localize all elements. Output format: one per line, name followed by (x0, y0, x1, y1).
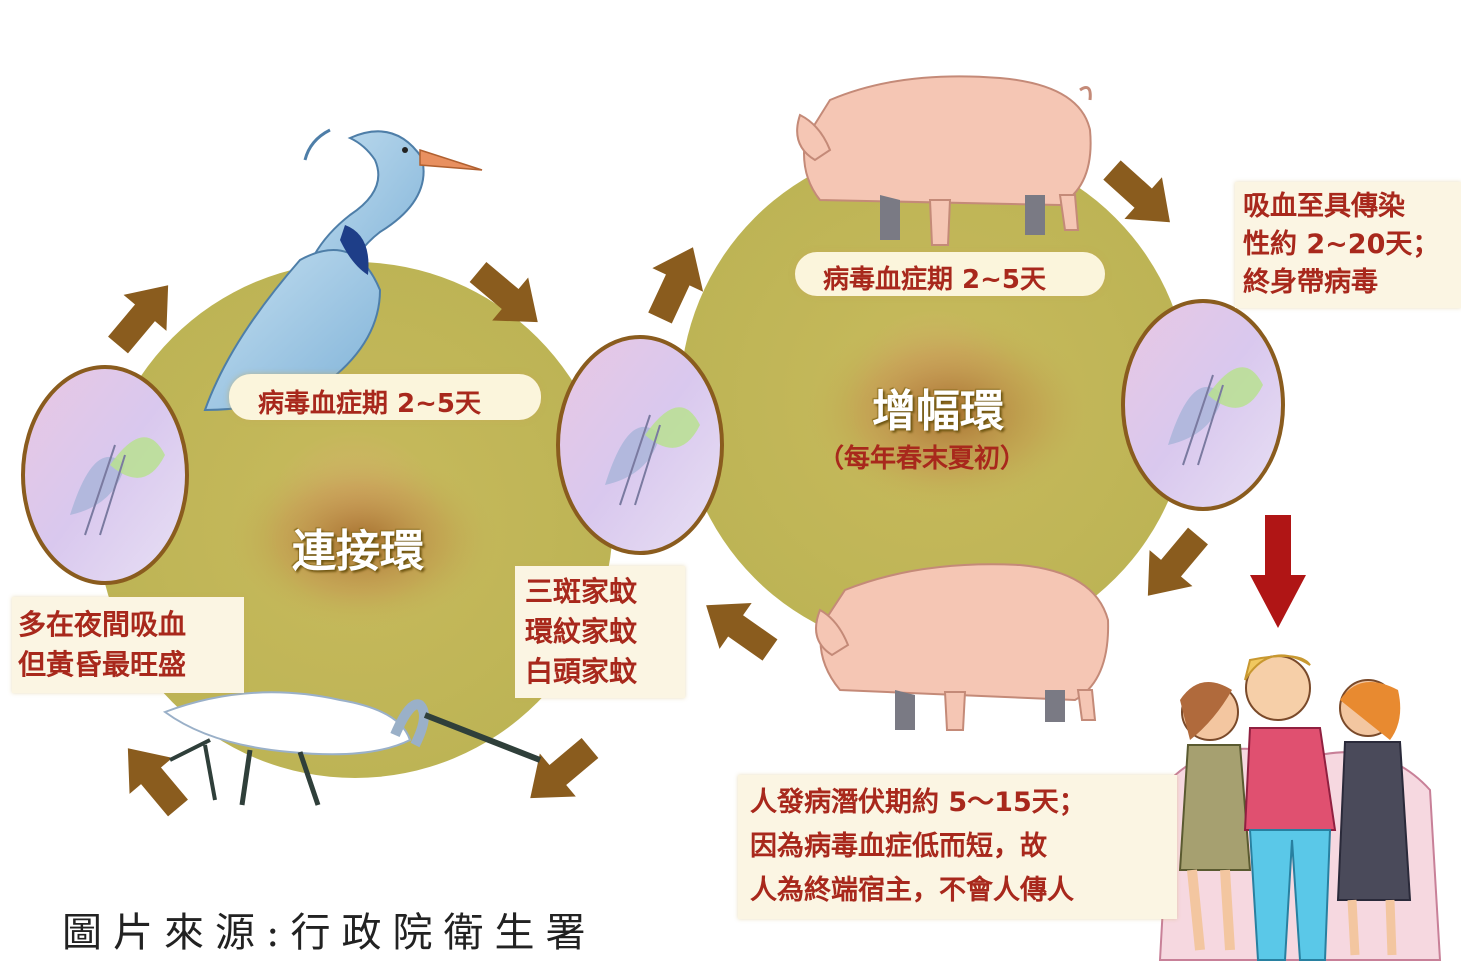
right-ring-title: 增幅環 (872, 386, 1004, 437)
human-infection-box: 人發病潛伏期約 5～15天； 因為病毒血症低而短，故 人為終端宿主，不會人傳人 (738, 775, 1177, 919)
mosquito-species-line: 白頭家蚊 (525, 655, 638, 688)
right-ring-subtitle: （每年春末夏初） (818, 444, 1027, 474)
night-feeding-line: 多在夜間吸血 (18, 608, 187, 641)
arrow-icon (106, 730, 200, 826)
left-ring-glow (222, 450, 502, 630)
mosquito-species-box: 三斑家蚊 環紋家蚊 白頭家蚊 (515, 566, 685, 698)
pig-icon (796, 75, 1092, 246)
arrow-icon (690, 582, 787, 673)
infectivity-line: 吸血至具傳染 (1243, 191, 1405, 222)
mosquito-species-line: 環紋家蚊 (525, 615, 638, 648)
egret-icon (162, 691, 542, 806)
heron-icon (203, 128, 483, 412)
human-infection-line: 因為病毒血症低而短，故 (750, 831, 1047, 862)
infectivity-box: 吸血至具傳染 性約 2~20天； 終身帶病毒 (1235, 182, 1461, 308)
pig-viremia-label: 病毒血症期 2~5天 (823, 265, 1047, 295)
human-infection-line: 人發病潛伏期約 5～15天； (750, 787, 1086, 818)
mosquito-icon (21, 365, 189, 585)
people-icon (1158, 654, 1442, 961)
mosquito-icon (556, 335, 724, 555)
pig-icon (815, 563, 1110, 731)
red-down-arrow-icon (1250, 515, 1306, 628)
infectivity-line: 終身帶病毒 (1243, 267, 1378, 298)
right-ring-glow (800, 312, 1100, 512)
heron-viremia-label: 病毒血症期 2~5天 (258, 389, 482, 419)
night-feeding-line: 但黃昏最旺盛 (18, 648, 187, 681)
left-ring-title: 連接環 (292, 526, 424, 577)
night-feeding-box: 多在夜間吸血 但黃昏最旺盛 (12, 597, 244, 693)
human-infection-line: 人為終端宿主，不會人傳人 (750, 875, 1074, 906)
mosquito-icon (1121, 299, 1285, 511)
image-source-caption: 圖片來源:行政院衛生署 (62, 910, 597, 956)
mosquito-species-line: 三斑家蚊 (525, 575, 638, 608)
arrow-icon (512, 726, 608, 820)
infectivity-line: 性約 2~20天； (1243, 229, 1440, 260)
